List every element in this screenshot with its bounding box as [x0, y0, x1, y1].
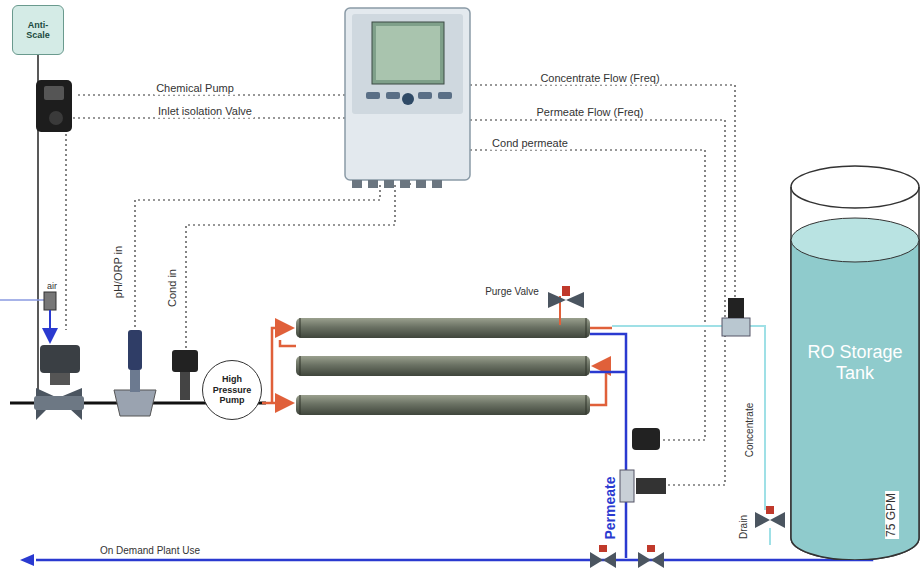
signal-label: Permeate Flow (Freq)	[535, 106, 646, 119]
pump-circle: High Pressure Pump	[202, 360, 262, 420]
node-text: RO Storage Tank	[806, 342, 904, 383]
sensor-label: pH/ORP in	[112, 244, 125, 300]
chemical-tank: Anti-Scale	[12, 5, 64, 55]
valve-label: Purge Valve	[483, 286, 541, 298]
storage-tank: RO Storage Tank	[790, 165, 920, 560]
node-text: High Pressure Pump	[211, 374, 253, 405]
signal-label: Inlet isolation Valve	[156, 105, 254, 118]
signal-label: Cond permeate	[490, 137, 570, 150]
air-label: air	[45, 281, 59, 291]
signal-label: Concentrate Flow (Freq)	[538, 72, 661, 85]
node-text: Anti-Scale	[17, 20, 59, 41]
sensor-label: Cond in	[166, 267, 179, 309]
stream-label: Concentrate	[744, 401, 756, 459]
signal-label: Chemical Pump	[154, 82, 236, 95]
stream-label: Permeate	[602, 474, 618, 541]
outlet-label: On Demand Plant Use	[98, 545, 202, 557]
flow-rate: 75 GPM	[885, 491, 899, 539]
valve-label: Drain	[738, 513, 750, 541]
